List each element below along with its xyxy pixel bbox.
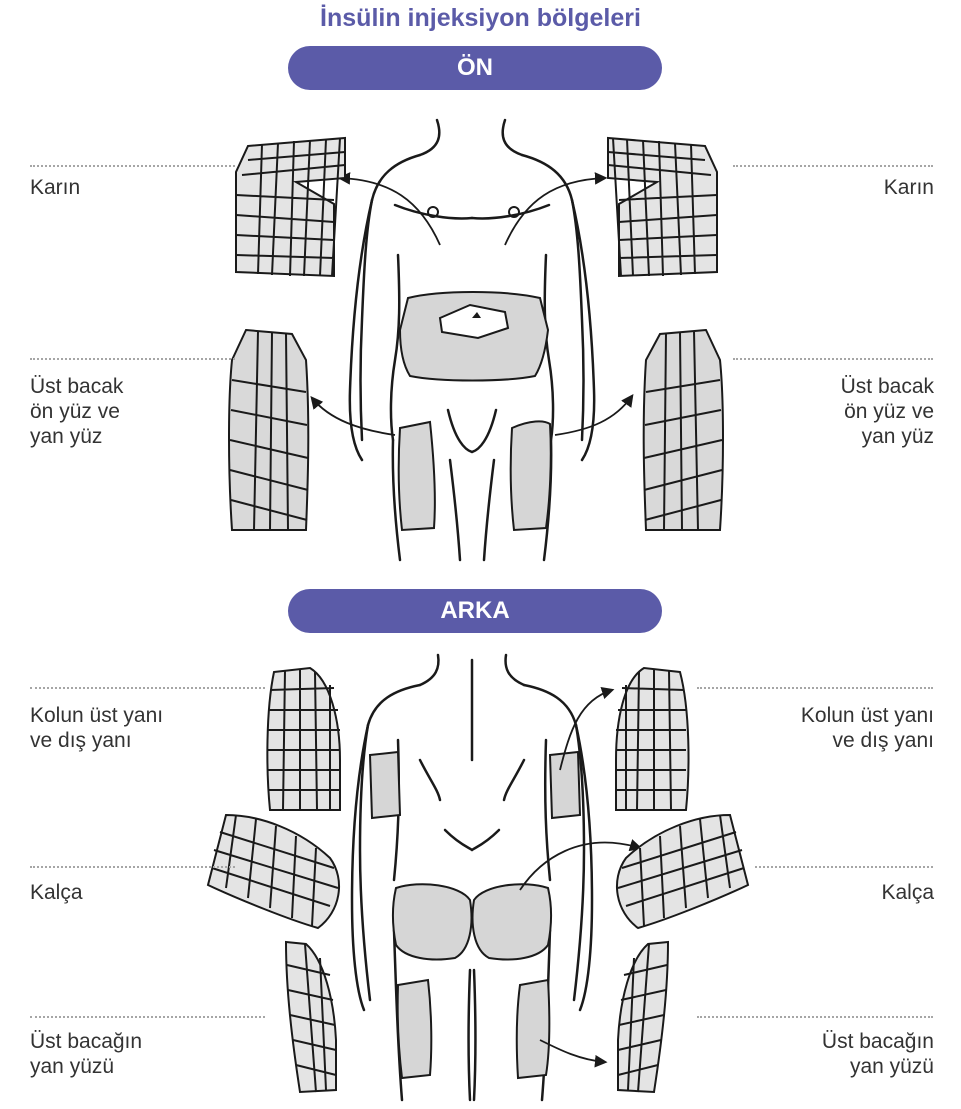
grid-back-arm-right bbox=[616, 668, 688, 810]
leader-line bbox=[30, 358, 235, 360]
back-hip-zone-right bbox=[473, 884, 551, 959]
arrow-front-abdomen-left bbox=[340, 178, 440, 245]
grid-back-hip-right bbox=[617, 815, 748, 928]
front-thigh-zone-right bbox=[511, 421, 551, 530]
grid-back-arm-left bbox=[267, 668, 340, 810]
page-title: İnsülin injeksiyon bölgeleri bbox=[0, 4, 961, 33]
label-front-abdomen-left: Karın bbox=[30, 175, 80, 200]
label-back-leg-right: Üst bacağın yan yüzü bbox=[822, 1029, 934, 1079]
arrow-front-abdomen-right bbox=[505, 178, 605, 245]
back-arm-zone-right bbox=[550, 752, 580, 818]
grid-front-abdomen-left bbox=[236, 138, 345, 276]
back-leg-zone-left bbox=[398, 980, 432, 1078]
grid-back-hip-left bbox=[208, 815, 339, 928]
label-front-abdomen-right: Karın bbox=[884, 175, 934, 200]
front-thigh-zone-left bbox=[399, 422, 435, 530]
label-back-arm-left: Kolun üst yanı ve dış yanı bbox=[30, 703, 163, 753]
grid-back-leg-right bbox=[618, 942, 668, 1092]
leader-line bbox=[30, 165, 235, 167]
arrow-front-thigh-left bbox=[312, 398, 395, 435]
label-back-hip-right: Kalça bbox=[881, 880, 934, 905]
leader-line bbox=[30, 1016, 265, 1018]
leader-line bbox=[755, 866, 933, 868]
back-section-header: ARKA bbox=[288, 589, 662, 633]
label-back-hip-left: Kalça bbox=[30, 880, 83, 905]
grid-back-leg-left bbox=[286, 942, 336, 1092]
back-leg-zone-right bbox=[517, 980, 550, 1078]
leader-line bbox=[733, 165, 933, 167]
leader-line bbox=[733, 358, 933, 360]
grid-front-thigh-left bbox=[229, 330, 308, 530]
leader-line bbox=[697, 687, 933, 689]
back-body-figure bbox=[352, 655, 592, 1100]
grid-front-thigh-right bbox=[644, 330, 723, 530]
grid-front-abdomen-right bbox=[608, 138, 717, 276]
leader-line bbox=[30, 687, 265, 689]
leader-line bbox=[30, 866, 235, 868]
back-arm-zone-left bbox=[370, 752, 400, 818]
leader-line bbox=[697, 1016, 933, 1018]
label-back-leg-left: Üst bacağın yan yüzü bbox=[30, 1029, 142, 1079]
label-front-thigh-left: Üst bacak ön yüz ve yan yüz bbox=[30, 374, 123, 449]
label-back-arm-right: Kolun üst yanı ve dış yanı bbox=[801, 703, 934, 753]
back-hip-zone-left bbox=[393, 884, 471, 959]
front-section-header: ÖN bbox=[288, 46, 662, 90]
label-front-thigh-right: Üst bacak ön yüz ve yan yüz bbox=[841, 374, 934, 449]
